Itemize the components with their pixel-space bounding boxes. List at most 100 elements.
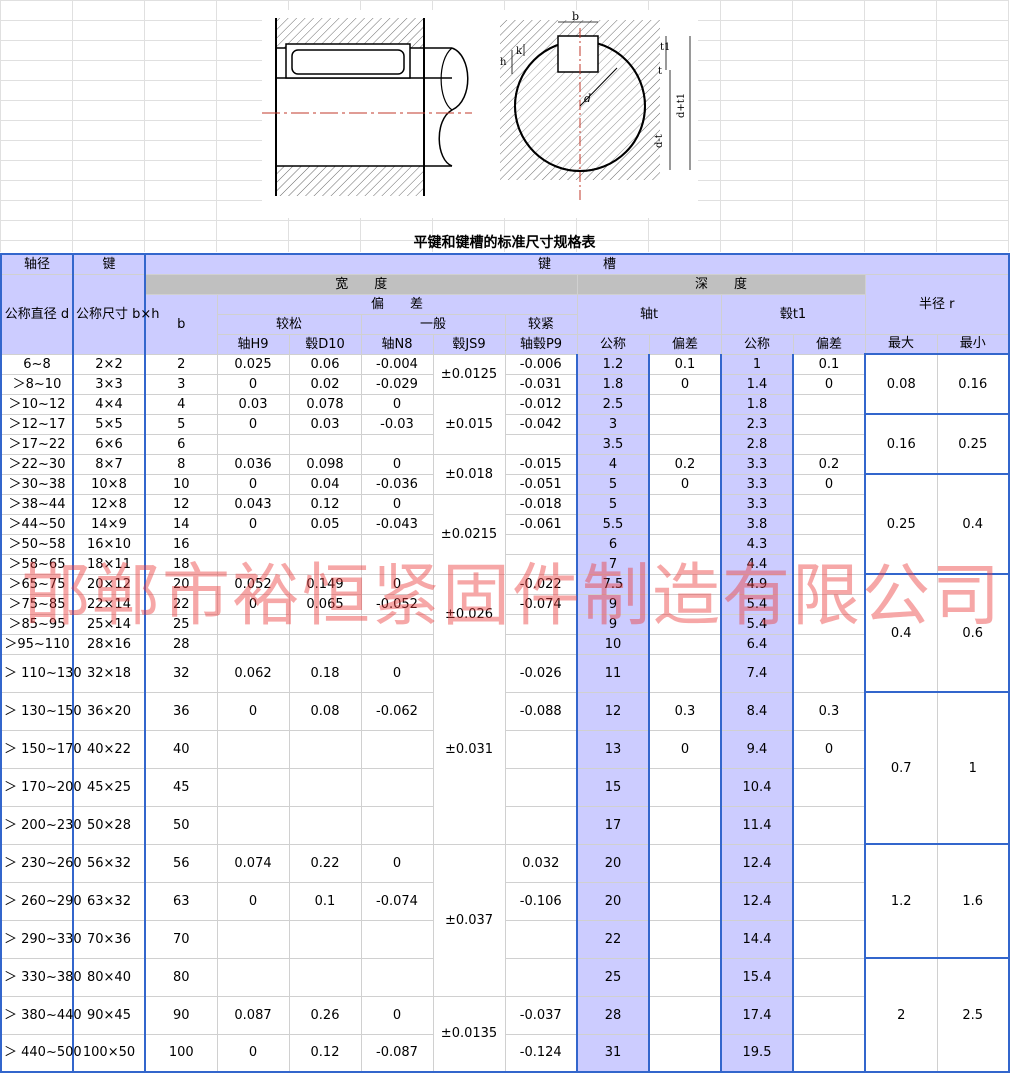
cell-shaft-n8 [360,613,434,635]
cell-radius-min: 0.6 [936,573,1010,693]
cell-key-size: 25×14 [72,613,146,635]
cell-t1-nominal: 12.4 [720,881,794,921]
cell-key-size: 80×40 [72,957,146,997]
cell-radius-max: 0.08 [864,353,938,415]
cell-t1-nominal: 12.4 [720,843,794,883]
cell-t-deviation [648,919,722,959]
cell-t-nominal: 7 [576,553,650,575]
cell-shaft-h9 [216,805,290,845]
cell-shaft-n8 [360,805,434,845]
cell-shaft-diameter: ＞50~58 [0,533,74,555]
header-normal: 一般 [360,313,506,335]
cell-hub-d10: 0.149 [288,573,362,595]
cell-hub-d10: 0.12 [288,1033,362,1073]
cell-t-deviation [648,805,722,845]
cell-t1-nominal: 4.3 [720,533,794,555]
cell-t1-nominal: 6.4 [720,633,794,655]
cell-t1-nominal: 17.4 [720,995,794,1035]
cell-shaft-diameter: 6~8 [0,353,74,375]
header-shaft: 轴径 [0,253,74,275]
cell-shaft-diameter: ＞85~95 [0,613,74,635]
cell-key-size: 4×4 [72,393,146,415]
cell-shaft-h9: 0.087 [216,995,290,1035]
cell-shaft-diameter: ＞ 380~440 [0,995,82,1035]
cell-shaft-h9: 0.03 [216,393,290,415]
cell-t1-nominal: 19.5 [720,1033,794,1073]
cell-shaft-hub-p9 [504,433,578,455]
cell-key-size: 56×32 [72,843,146,883]
cell-shaft-diameter: ＞ 330~380 [0,957,82,997]
header-t-deviation: 偏差 [648,333,722,355]
cell-t-deviation: 0 [648,373,722,395]
cell-t-nominal: 7.5 [576,573,650,595]
cell-shaft-diameter: ＞ 150~170 [0,729,82,769]
cell-shaft-h9: 0 [216,691,290,731]
header-nominal-d: 公称直径 d [0,273,74,355]
cell-hub-d10: 0.098 [288,453,362,475]
cell-shaft-h9: 0.025 [216,353,290,375]
label-h: h [500,57,507,68]
cell-t-nominal: 4 [576,453,650,475]
cell-t-deviation [648,1033,722,1073]
cell-shaft-diameter: ＞44~50 [0,513,74,535]
cell-hub-js9: ±0.0215 [432,493,506,575]
cell-t-deviation [648,653,722,693]
cell-hub-d10 [288,919,362,959]
cell-t1-nominal: 5.4 [720,593,794,615]
cell-b: 36 [144,691,218,731]
cell-t-deviation [648,393,722,415]
cell-key-size: 18×11 [72,553,146,575]
cell-shaft-diameter: ＞ 230~260 [0,843,82,883]
cell-t-deviation [648,995,722,1035]
cell-shaft-n8: -0.087 [360,1033,434,1073]
cell-b: 40 [144,729,218,769]
cell-shaft-h9: 0 [216,881,290,921]
cell-hub-d10 [288,553,362,575]
cell-shaft-hub-p9: -0.037 [504,995,578,1035]
cell-shaft-n8 [360,729,434,769]
cell-shaft-diameter: ＞ 200~230 [0,805,82,845]
cell-t-deviation: 0 [648,473,722,495]
cell-t-deviation [648,593,722,615]
cell-shaft-h9: 0 [216,1033,290,1073]
cell-shaft-h9: 0.074 [216,843,290,883]
cell-t-deviation: 0.3 [648,691,722,731]
header-hub-js9: 毂JS9 [432,333,506,355]
cell-shaft-diameter: ＞17~22 [0,433,74,455]
cell-t1-deviation [792,653,866,693]
cell-t1-deviation [792,393,866,415]
cell-shaft-hub-p9 [504,553,578,575]
cell-shaft-diameter: ＞22~30 [0,453,74,475]
cell-shaft-hub-p9: -0.026 [504,653,578,693]
cell-shaft-diameter: ＞ 290~330 [0,919,82,959]
cell-b: 22 [144,593,218,615]
cell-b: 3 [144,373,218,395]
section-view: d b h k t t1 d-t d+t1 [500,10,691,200]
key-spec-table: 轴径 键 键 槽 公称直径 d 公称尺寸 b×h 宽 度 深 度 半径 r b … [0,253,1010,1073]
cell-t1-deviation [792,613,866,635]
header-keyway: 键 槽 [144,253,1010,275]
cell-shaft-diameter: ＞ 130~150 [0,691,82,731]
cell-radius-max: 0.25 [864,473,938,575]
cell-t1-deviation [792,995,866,1035]
cell-hub-js9: ±0.018 [432,453,506,495]
cell-b: 5 [144,413,218,435]
cell-t-deviation [648,573,722,595]
cell-t-deviation: 0.2 [648,453,722,475]
cell-shaft-hub-p9: -0.015 [504,453,578,475]
cell-radius-min: 0.25 [936,413,1010,475]
cell-t-nominal: 9 [576,593,650,615]
cell-hub-d10 [288,533,362,555]
cell-b: 6 [144,433,218,455]
cell-shaft-hub-p9: -0.088 [504,691,578,731]
cell-shaft-h9: 0 [216,373,290,395]
cell-shaft-diameter: ＞30~38 [0,473,74,495]
cell-t-nominal: 31 [576,1033,650,1073]
cell-t1-deviation [792,573,866,595]
cell-t1-deviation [792,553,866,575]
